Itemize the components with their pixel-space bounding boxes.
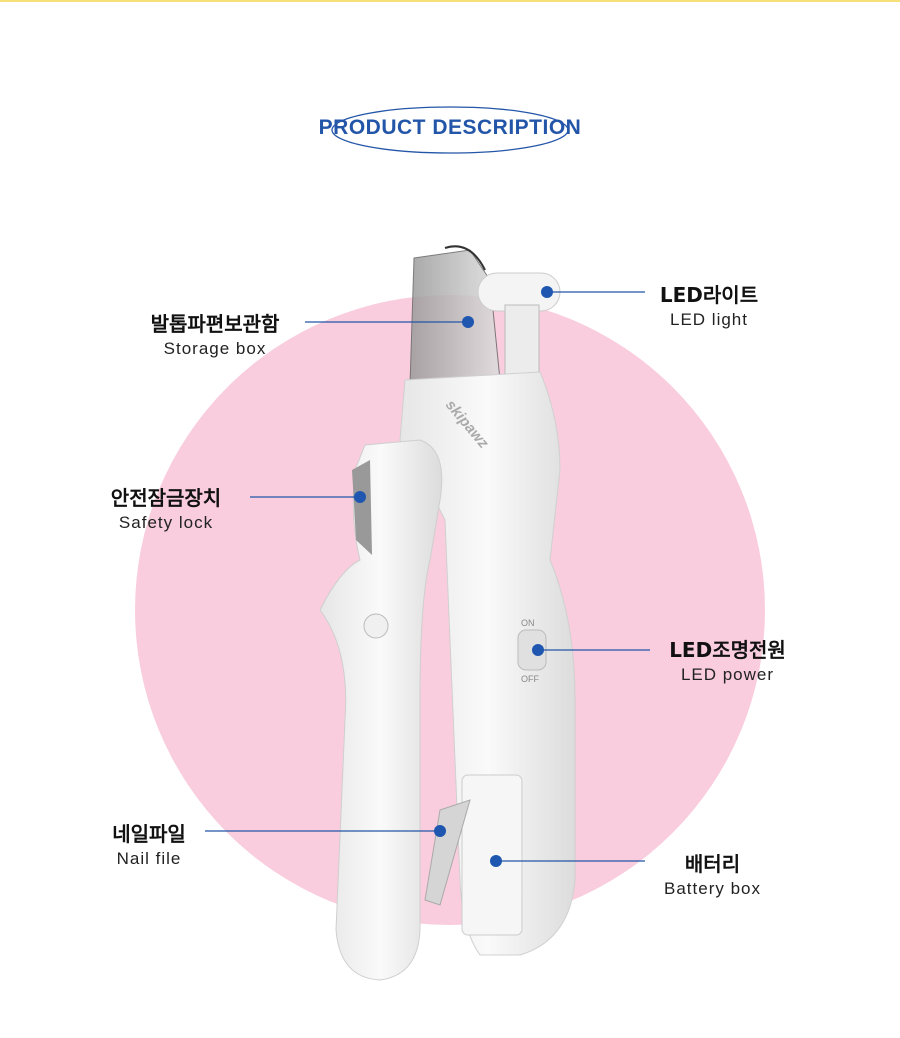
switch-off-label: OFF [521,674,539,684]
callout-nail-file: 네일파일 Nail file [100,818,198,869]
callout-en: Battery box [664,879,761,898]
lever-handle [319,439,443,981]
pivot-button [363,613,389,639]
callout-ko: 발톱파편보관함 [150,312,280,336]
switch-on-label: ON [521,618,535,628]
callout-ko: 네일파일 [112,822,186,846]
section-header: PRODUCT DESCRIPTION [280,100,620,160]
callout-en: Safety lock [118,513,214,532]
storage-box [409,249,501,386]
callout-battery-box: 배터리 Battery box [645,848,780,899]
callout-safety-lock: 안전잠금장치 Safety lock [90,482,242,533]
top-accent-bar [0,0,900,2]
title-ellipse [331,106,569,154]
callout-en: Storage box [163,339,267,358]
callout-storage-box: 발톱파편보관함 Storage box [130,308,300,359]
callout-ko: 배터리 [684,852,741,876]
main-body [399,371,576,956]
callout-ko: LED라이트 [659,283,759,307]
callout-dots [354,286,553,867]
page-title: PRODUCT DESCRIPTION [318,116,582,139]
callout-led-light: LED라이트 LED light [645,279,773,330]
callout-lines [205,291,650,862]
safety-lock [352,460,372,555]
callout-en: LED power [680,665,775,684]
battery-cover [461,774,523,936]
callout-en: LED light [670,310,748,329]
nail-file [424,799,471,906]
callout-ko: LED조명전원 [669,638,786,662]
callout-led-power: LED조명전원 LED power [655,634,800,685]
callout-en: Nail file [116,849,182,868]
callout-ko: 안전잠금장치 [110,486,222,510]
